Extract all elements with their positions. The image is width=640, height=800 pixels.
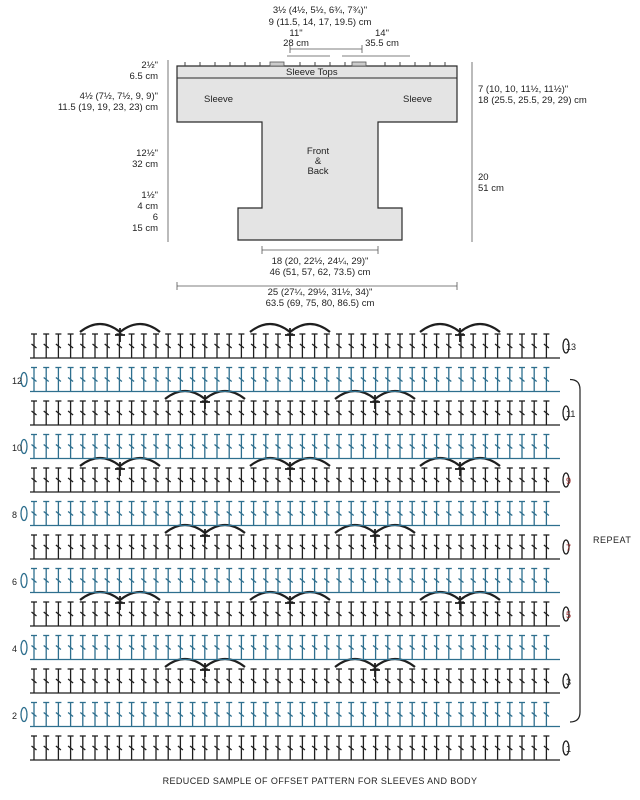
left-measure-5-cm: 15 cm [132, 223, 158, 234]
sleeve-right-label: Sleeve [403, 94, 433, 105]
top-measure-2: 9 (11.5, 14, 17, 19.5) cm [268, 17, 372, 28]
chart-row [30, 590, 570, 627]
row-number: 8 [12, 509, 18, 520]
top-left-in: 11" [289, 28, 303, 39]
row-number: 2 [12, 710, 18, 721]
row-number: 4 [12, 643, 18, 654]
bottom-measure-2-cm: 63.5 (69, 75, 80, 86.5) cm [265, 298, 375, 309]
left-measure-5-in: 6 [152, 212, 158, 223]
bottom-measure-1-in: 18 (20, 22½, 24¼, 29)" [271, 256, 369, 267]
chart-row [30, 523, 570, 560]
garment-outline [176, 65, 458, 241]
left-measure-2-cm: 11.5 (19, 19, 23, 23) cm [57, 102, 158, 113]
repeat-bracket [569, 378, 581, 723]
chart-caption: REDUCED SAMPLE OF OFFSET PATTERN FOR SLE… [162, 776, 478, 786]
body-label-back: Back [307, 166, 329, 177]
garment-schematic [167, 45, 473, 290]
left-measure-1-in: 2½" [141, 60, 158, 71]
chart-row [30, 456, 570, 493]
row-number: 13 [566, 342, 577, 352]
left-measure-3-cm: 32 cm [132, 159, 158, 170]
sleeve-tops-label: Sleeve Tops [286, 67, 338, 78]
top-right-cm: 35.5 cm [365, 38, 399, 49]
row-number: 11 [566, 409, 576, 419]
right-measure-2-cm: 51 cm [478, 183, 504, 194]
right-measure-2-in: 20 [478, 172, 489, 183]
left-measure-1-cm: 6.5 cm [129, 71, 158, 82]
left-measure-4-cm: 4 cm [137, 201, 158, 212]
chart-row [30, 657, 570, 694]
chart-row [20, 500, 560, 527]
row-number: 6 [12, 576, 18, 587]
chart-row [30, 322, 570, 359]
chart-row [20, 433, 560, 460]
row-number: 9 [566, 476, 572, 486]
bottom-measure-1-cm: 46 (51, 57, 62, 73.5) cm [269, 267, 371, 278]
repeat-label: REPEAT [593, 535, 632, 545]
chart-row [20, 567, 560, 594]
chart-row [30, 389, 570, 426]
bottom-measure-2-in: 25 (27¼, 29½, 31½, 34)" [267, 287, 373, 298]
row-number: 10 [12, 442, 23, 453]
top-measure-1: 3½ (4½, 5½, 6¾, 7¾)" [272, 5, 368, 16]
crochet-chart [20, 322, 581, 761]
left-measure-2-in: 4½ (7½, 7½, 9, 9)" [79, 91, 158, 102]
row-number: 5 [566, 610, 572, 620]
row-number: 3 [566, 677, 572, 687]
row-number: 1 [566, 744, 572, 754]
chart-row [30, 735, 570, 761]
body-label-amp: & [314, 156, 322, 167]
sleeve-left-label: Sleeve [204, 94, 234, 105]
chart-row [20, 701, 560, 728]
left-measure-4-in: 1½" [141, 190, 158, 201]
row-number: 7 [566, 543, 572, 553]
chart-row [20, 634, 560, 661]
body-label-front: Front [306, 146, 330, 157]
right-measure-1-cm: 18 (25.5, 25.5, 29, 29) cm [478, 95, 587, 106]
row-number: 12 [12, 375, 23, 386]
chart-row [20, 366, 560, 393]
top-left-cm: 28 cm [283, 38, 309, 49]
left-measure-3-in: 12½" [136, 148, 158, 159]
top-right-in: 14" [375, 28, 389, 39]
right-measure-1-in: 7 (10, 10, 11½, 11½)" [478, 84, 569, 95]
